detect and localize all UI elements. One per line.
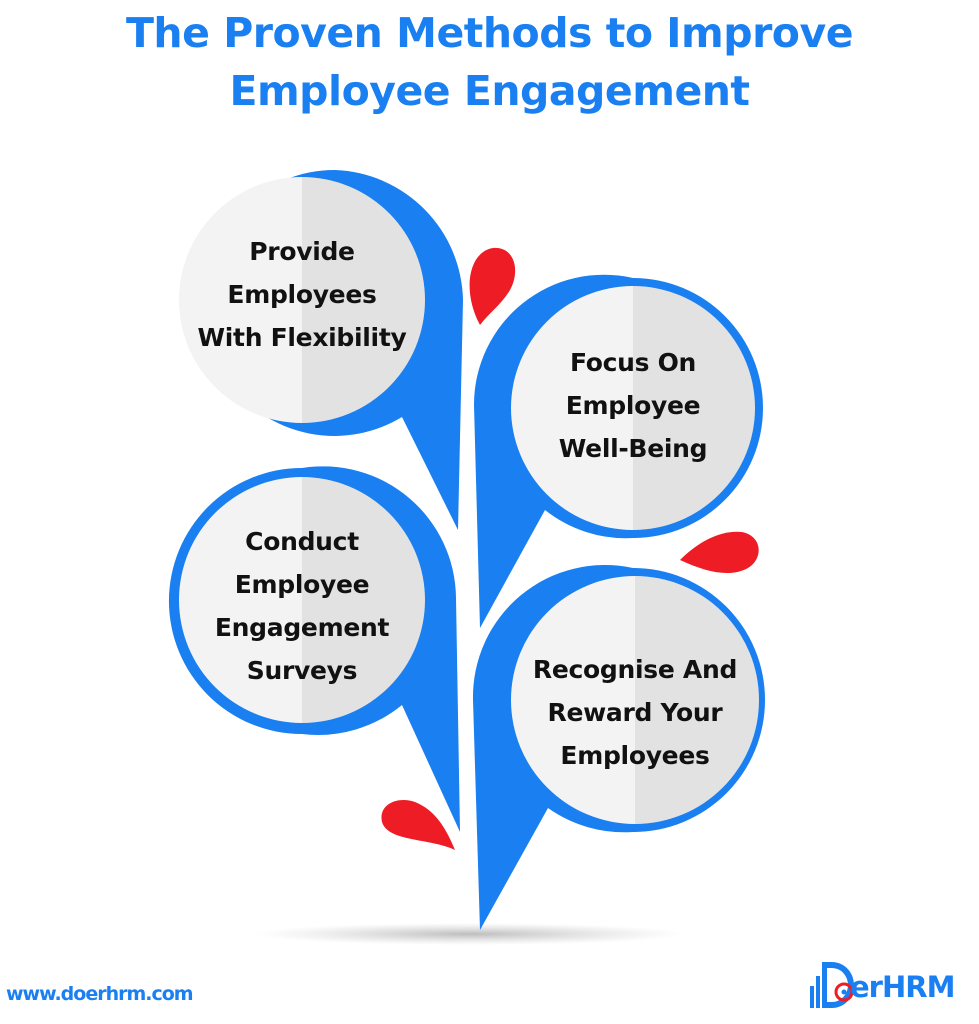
method-1-line-1: Provide (249, 237, 355, 266)
bubble-1-face (179, 177, 425, 423)
red-drop-1 (469, 247, 516, 325)
method-2-line-3: Well-Being (558, 434, 708, 463)
method-4-text: Recognise And Reward Your Employees (505, 648, 765, 777)
doerhrm-logo: erHRM (850, 970, 955, 1004)
method-3-line-1: Conduct (245, 527, 359, 556)
bubble-3-face (179, 477, 425, 723)
method-3-line-2: Employee (234, 570, 370, 599)
red-drop-3 (381, 800, 455, 850)
bubble-4-face (511, 576, 759, 824)
method-4-line-3: Employees (560, 741, 710, 770)
ground-shadow (255, 923, 685, 945)
method-1-line-3: With Flexibility (197, 323, 407, 352)
bubble-3 (168, 466, 461, 832)
method-4-line-1: Recognise And (532, 655, 738, 684)
page-title: The Proven Methods to Improve Employee E… (0, 4, 979, 120)
bubble-2 (473, 274, 763, 628)
page-title-line-2: Employee Engagement (229, 67, 750, 115)
red-drop-2 (680, 531, 759, 574)
bubble-1 (179, 170, 463, 530)
method-1-line-2: Employees (227, 280, 377, 309)
doerhrm-logo-mark (810, 962, 854, 1008)
bubble-2-face (511, 286, 755, 530)
method-3-text: Conduct Employee Engagement Surveys (172, 520, 432, 692)
method-2-text: Focus On Employee Well-Being (503, 341, 763, 470)
method-2-line-2: Employee (565, 391, 701, 420)
website-link[interactable]: www.doerhrm.com (6, 983, 194, 1005)
bubble-4 (472, 564, 765, 930)
method-3-line-4: Surveys (246, 656, 358, 685)
method-1-text: Provide Employees With Flexibility (172, 230, 432, 359)
page-title-line-1: The Proven Methods to Improve (125, 9, 854, 57)
method-2-line-1: Focus On (569, 348, 697, 377)
method-3-line-3: Engagement (214, 613, 390, 642)
method-4-line-2: Reward Your (547, 698, 723, 727)
